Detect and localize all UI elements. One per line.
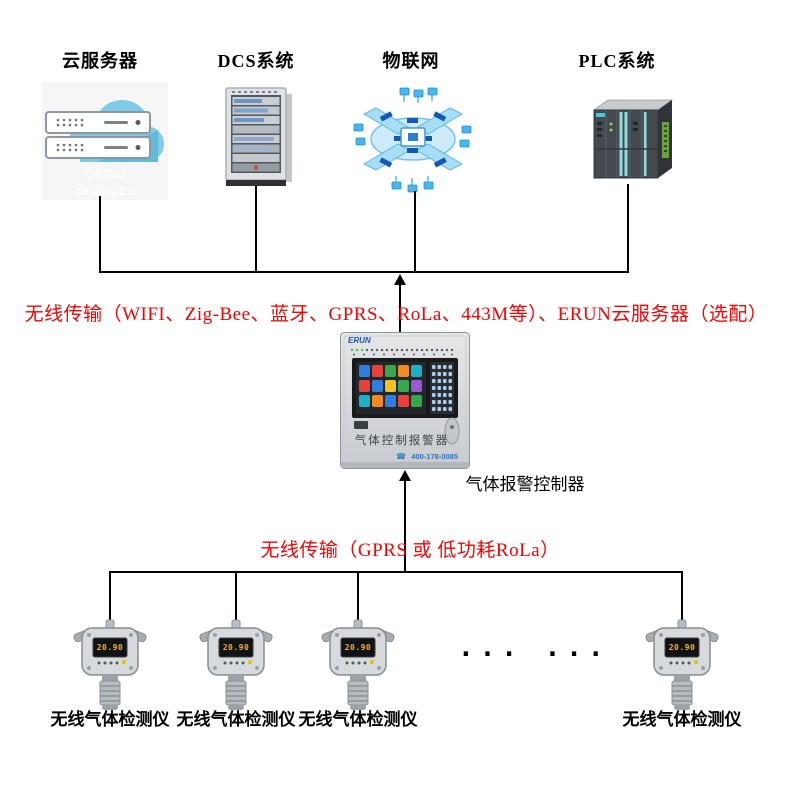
iot-network-icon (352, 86, 474, 199)
line-plc-to-bus (627, 184, 629, 273)
upper-wireless-link-label: 无线传输（WIFI、Zig-Bee、蓝牙、GPRS、RoLa、443M等）、ER… (24, 304, 768, 325)
phone-icon: ☎ (396, 452, 406, 461)
dcs-rack-icon (220, 86, 302, 193)
controller-phone-number: 400-178-0085 (411, 452, 458, 461)
screen-app-icons (359, 365, 422, 407)
gas-detector-4: 20.90 (644, 618, 720, 712)
arrow-up-to-upper-bus (394, 274, 406, 285)
label-detector-2: 无线气体检测仪 (176, 710, 296, 729)
cloud-server-icon: Cloud Services (42, 82, 168, 205)
detector-display-value: 20.90 (668, 643, 696, 652)
more-detectors-ellipsis: ... ... (458, 633, 610, 663)
lower-bus-line (109, 571, 683, 573)
controller-door-lock (444, 417, 460, 445)
controller-caption: 气体报警控制器 (465, 475, 585, 494)
label-iot: 物联网 (382, 51, 440, 71)
cloud-watermark-line1: Cloud (84, 165, 126, 182)
label-detector-4: 无线气体检测仪 (622, 710, 742, 729)
gas-detector-3: 20.90 (320, 618, 396, 712)
label-detector-3: 无线气体检测仪 (298, 710, 418, 729)
detector-display-value: 20.90 (222, 643, 250, 652)
detector-display-value: 20.90 (344, 643, 372, 652)
line-bus-to-detector-1 (109, 571, 111, 621)
gas-alarm-controller: ERUN (340, 332, 470, 474)
line-cloud-to-bus (99, 196, 101, 273)
detector-screen (664, 637, 700, 658)
line-bus-to-detector-3 (357, 571, 359, 621)
plc-icon (586, 96, 680, 191)
line-bus-to-detector-2 (235, 571, 237, 621)
label-plc-system: PLC系统 (578, 51, 656, 71)
line-bus-to-detector-4 (681, 571, 683, 621)
detector-display-value: 20.90 (96, 643, 124, 652)
controller-keypad (432, 365, 452, 411)
line-controller-to-upper-bus (399, 284, 401, 333)
detector-screen (92, 637, 128, 658)
line-lower-bus-to-controller (404, 480, 406, 572)
upper-bus-line (99, 271, 629, 273)
label-detector-1: 无线气体检测仪 (50, 710, 170, 729)
detector-screen (218, 637, 254, 658)
gas-detector-2: 20.90 (198, 618, 274, 712)
controller-panel-title: 气体控制报警器 (355, 433, 450, 447)
lower-wireless-link-label: 无线传输（GPRS 或 低功耗RoLa） (260, 540, 560, 561)
label-dcs-system: DCS系统 (217, 51, 295, 71)
controller-brand-logo: ERUN (348, 336, 371, 345)
arrow-up-to-controller (399, 470, 411, 481)
line-dcs-to-bus (255, 186, 257, 273)
cloud-watermark-line2: Services (74, 182, 135, 199)
led-indicator-strip (350, 348, 454, 356)
line-iot-to-bus (414, 191, 416, 273)
label-cloud-server: 云服务器 (62, 51, 138, 71)
gas-detector-1: 20.90 (72, 618, 148, 712)
detector-screen (340, 637, 376, 658)
